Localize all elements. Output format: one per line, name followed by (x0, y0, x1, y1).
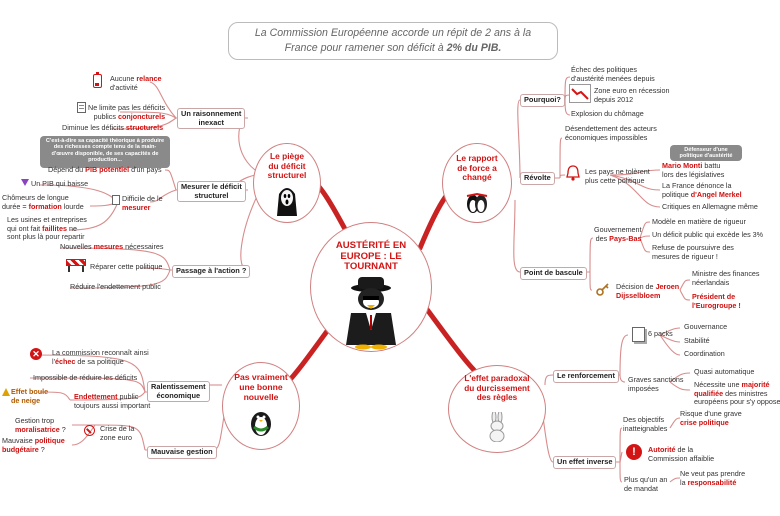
note-defenseur-austerite: Défenseur d'une politique d'austérité (670, 145, 742, 161)
leaf-reparer-politique: Réparer cette politique (90, 263, 162, 272)
node-revolte[interactable]: Révolte (520, 172, 555, 185)
topic-title-line: nouvelle (223, 392, 299, 402)
topic-rapport-force[interactable]: Le rapport de force a changé (442, 143, 512, 223)
leaf-gouvernance: Gouvernance (684, 323, 727, 332)
leaf-stabilite: Stabilité (684, 337, 710, 346)
scream-mask-penguin-icon (275, 186, 299, 216)
topic-piege-deficit[interactable]: Le piège du déficit structurel (253, 143, 321, 223)
node-pourquoi[interactable]: Pourquoi? (520, 94, 565, 107)
roadblock-icon (66, 259, 86, 271)
topic-title-line: Pas vraiment (223, 372, 299, 382)
leaf-modele-rigueur: Modèle en matière de rigueur (652, 218, 746, 227)
leaf-critiques-allemagne: Critiques en Allemagne même (662, 203, 758, 212)
headline-line-2: France pour ramener son déficit à 2% du … (229, 41, 557, 56)
leaf-explosion-chomage: Explosion du chômage (571, 110, 644, 119)
mafia-penguin-illustration (336, 275, 406, 350)
leaf-quasi-automatique: Quasi automatique (694, 368, 754, 377)
central-title-line: TOURNANT (311, 262, 431, 273)
document-stack-icon (632, 327, 645, 342)
central-topic[interactable]: AUSTÉRITÉ EN EUROPE : LE TOURNANT (310, 222, 432, 352)
central-title-line: AUSTÉRITÉ EN (311, 241, 431, 252)
leaf-coordination: Coordination (684, 350, 725, 359)
warning-triangle-icon (2, 388, 10, 396)
leaf-deficit-3pct: Un déficit public qui excède les 3% (652, 231, 763, 240)
topic-title-line: L'effet paradoxal (449, 374, 545, 384)
topic-title-line: une bonne (223, 382, 299, 392)
topic-title-line: du durcissement (449, 384, 545, 394)
close-cross-icon: ✕ (30, 348, 42, 360)
sad-penguin-icon (248, 407, 274, 437)
topic-title-line: structurel (254, 171, 320, 181)
leaf-pib-baisse: Un PIB qui baisse (31, 180, 88, 189)
leaf-nouvelles-mesures: Nouvelles mesures nécessaires (60, 243, 164, 252)
node-mauvaise-gestion[interactable]: Mauvaise gestion (147, 446, 217, 459)
note-deficit-structurel: C'est-à-dire sa capacité théorique à pro… (40, 136, 170, 168)
node-point-bascule[interactable]: Point de bascule (520, 267, 587, 280)
node-passage-action[interactable]: Passage à l'action ? (172, 265, 250, 278)
document-icon (112, 195, 120, 205)
leaf-impossible-reduire: Impossible de réduire les déficits (33, 374, 137, 383)
document-icon (77, 102, 86, 113)
leaf-zone-euro-recession: Zone euro en récession depuis 2012 (594, 87, 674, 104)
node-effet-inverse[interactable]: Un effet inverse (553, 456, 616, 469)
topic-effet-paradoxal[interactable]: L'effet paradoxal du durcissement des rè… (448, 365, 546, 453)
leaf-pib-potentiel: Dépend du PIB potentiel d'un pays (48, 166, 162, 175)
topic-title-line: des règles (449, 393, 545, 403)
battery-low-icon (93, 74, 102, 88)
topic-bonne-nouvelle[interactable]: Pas vraiment une bonne nouvelle (222, 362, 300, 450)
stop-symbol-icon (84, 425, 95, 436)
leaf-six-packs: 6 packs (648, 330, 673, 339)
headline-banner: La Commission Européenne accorde un répi… (228, 22, 558, 60)
topic-title-line: changé (443, 173, 511, 183)
warning-stop-icon: ! (626, 444, 642, 460)
headline-line-1: La Commission Européenne accorde un répi… (229, 26, 557, 41)
key-icon (596, 282, 610, 301)
leaf-deficits-structurels: Diminue les déficits structurels (62, 124, 163, 133)
rabbit-figure-icon (485, 412, 509, 442)
down-arrow-icon (21, 179, 29, 186)
node-renforcement[interactable]: Le renforcement (553, 370, 619, 383)
alarm-bell-icon (566, 165, 580, 186)
declining-chart-icon (569, 84, 591, 103)
leaf-reduire-endettement: Réduire l'endettement public (70, 283, 161, 292)
fighting-penguins-icon (464, 190, 490, 214)
